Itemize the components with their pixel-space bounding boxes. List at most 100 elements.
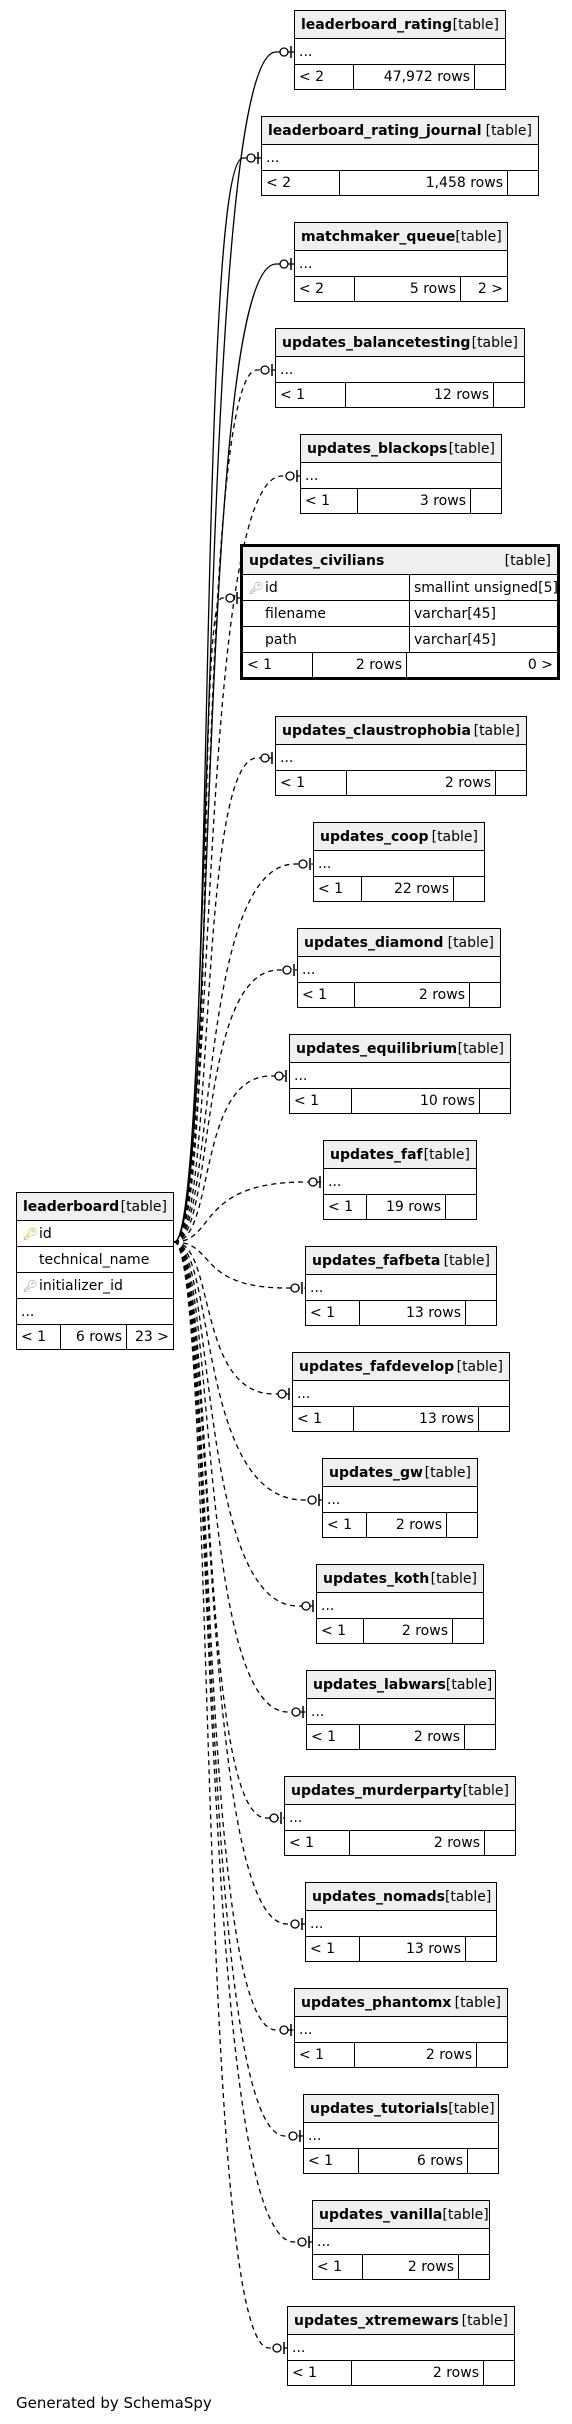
parents-count[interactable]: < 1 bbox=[276, 383, 346, 407]
ellipsis: ... bbox=[294, 1067, 308, 1084]
parents-count[interactable]: < 1 bbox=[285, 1831, 350, 1855]
table-updates-tutorials[interactable]: updates_tutorials [table] ... < 1 6 rows bbox=[303, 2094, 499, 2174]
row-count: 5 rows bbox=[355, 277, 461, 301]
parents-count[interactable]: < 1 bbox=[293, 1407, 354, 1431]
parents-count[interactable]: < 2 bbox=[262, 171, 340, 195]
zero-cardinality-marker bbox=[274, 1071, 284, 1081]
parents-count[interactable]: < 1 bbox=[298, 983, 355, 1007]
ellipsis-row: ... bbox=[301, 463, 501, 489]
parents-count[interactable]: < 1 bbox=[301, 489, 358, 513]
children-count-empty bbox=[496, 771, 526, 795]
table-leaderboard[interactable]: leaderboard [table] 🔑︎ id technical_name… bbox=[16, 1192, 174, 1350]
table-updates-civilians[interactable]: updates_civilians [table] 🔑︎ id smallint… bbox=[240, 544, 560, 680]
relationship-updates-equilibrium bbox=[173, 1075, 289, 1243]
table-footer: < 1 2 rows bbox=[288, 2361, 514, 2385]
ellipsis: ... bbox=[297, 1385, 311, 1402]
table-tag: [table] bbox=[462, 1782, 509, 1799]
table-name: leaderboard_rating_journal bbox=[268, 122, 482, 139]
table-updates-balancetesting[interactable]: updates_balancetesting [table] ... < 1 1… bbox=[275, 328, 525, 408]
parents-count[interactable]: < 1 bbox=[324, 1195, 367, 1219]
parents-count[interactable]: < 2 bbox=[295, 65, 354, 89]
children-count[interactable]: 23 > bbox=[135, 1329, 169, 1345]
table-tag: [table] bbox=[452, 16, 499, 33]
table-updates-fafdevelop[interactable]: updates_fafdevelop [table] ... < 1 13 ro… bbox=[292, 1352, 510, 1432]
table-updates-blackops[interactable]: updates_blackops [table] ... < 1 3 rows bbox=[300, 434, 502, 514]
table-name: updates_claustrophobia bbox=[282, 722, 471, 739]
table-updates-faf[interactable]: updates_faf [table] ... < 1 19 rows bbox=[323, 1140, 477, 1220]
parents-count[interactable]: < 1 bbox=[313, 2255, 363, 2279]
table-updates-equilibrium[interactable]: updates_equilibrium [table] ... < 1 10 r… bbox=[289, 1034, 511, 1114]
parents-count[interactable]: < 1 bbox=[290, 1089, 352, 1113]
table-tag: [table] bbox=[471, 334, 518, 351]
table-footer: < 1 12 rows bbox=[276, 383, 524, 407]
relationship-updates-civilians bbox=[173, 597, 240, 1243]
children-count[interactable]: 2 > bbox=[477, 281, 503, 297]
relationship-updates-xtremewars bbox=[173, 1241, 287, 2349]
table-updates-coop[interactable]: updates_coop [table] ... < 1 22 rows bbox=[313, 822, 485, 902]
parents-count[interactable]: < 1 bbox=[295, 2043, 355, 2067]
parents-count[interactable]: < 1 bbox=[314, 877, 362, 901]
row-count: 1,458 rows bbox=[340, 171, 508, 195]
relationship-updates-diamond bbox=[173, 969, 297, 1243]
table-matchmaker-queue[interactable]: matchmaker_queue [table] ... < 2 5 rows … bbox=[294, 222, 508, 302]
parents-count[interactable]: < 1 bbox=[304, 2149, 359, 2173]
parents-count[interactable]: < 1 bbox=[276, 771, 347, 795]
table-updates-vanilla[interactable]: updates_vanilla [table] ... < 1 2 rows bbox=[312, 2200, 490, 2280]
row-count: 6 rows bbox=[61, 1325, 127, 1349]
relationship-updates-phantomx bbox=[173, 1241, 294, 2031]
table-updates-phantomx[interactable]: updates_phantomx [table] ... < 1 2 rows bbox=[294, 1988, 508, 2068]
ellipsis: ... bbox=[302, 961, 316, 978]
table-header: updates_diamond [table] bbox=[298, 929, 500, 957]
table-updates-xtremewars[interactable]: updates_xtremewars [table] ... < 1 2 row… bbox=[287, 2306, 515, 2386]
parents-count[interactable]: < 1 bbox=[17, 1325, 61, 1349]
ellipsis: ... bbox=[310, 1279, 324, 1296]
table-leaderboard-rating-journal[interactable]: leaderboard_rating_journal [table] ... <… bbox=[261, 116, 539, 196]
ellipsis: ... bbox=[299, 2021, 313, 2038]
table-name: updates_tutorials bbox=[310, 2100, 449, 2117]
table-header: updates_balancetesting [table] bbox=[276, 329, 524, 357]
table-tag: [table] bbox=[456, 1358, 503, 1375]
parents-count[interactable]: < 1 bbox=[288, 2361, 352, 2385]
table-updates-nomads[interactable]: updates_nomads [table] ... < 1 13 rows bbox=[305, 1882, 497, 1962]
table-footer: < 1 13 rows bbox=[306, 1937, 496, 1961]
table-tag: [table] bbox=[442, 2206, 489, 2223]
table-updates-gw[interactable]: updates_gw [table] ... < 1 2 rows bbox=[322, 1458, 478, 1538]
relationship-updates-tutorials bbox=[173, 1241, 303, 2137]
table-tag: [table] bbox=[448, 440, 495, 457]
table-updates-koth[interactable]: updates_koth [table] ... < 1 2 rows bbox=[316, 1564, 484, 1644]
table-footer: < 2 1,458 rows bbox=[262, 171, 538, 195]
table-updates-diamond[interactable]: updates_diamond [table] ... < 1 2 rows bbox=[297, 928, 501, 1008]
parents-count[interactable]: < 1 bbox=[323, 1513, 367, 1537]
table-leaderboard-rating[interactable]: leaderboard_rating [table] ... < 2 47,97… bbox=[294, 10, 506, 90]
ellipsis-row: ... bbox=[17, 1299, 173, 1325]
table-updates-labwars[interactable]: updates_labwars [table] ... < 1 2 rows bbox=[306, 1670, 496, 1750]
relationship-updates-nomads bbox=[173, 1241, 305, 1925]
table-footer: < 1 2 rows bbox=[298, 983, 500, 1007]
table-updates-fafbeta[interactable]: updates_fafbeta [table] ... < 1 13 rows bbox=[305, 1246, 497, 1326]
parents-count[interactable]: < 1 bbox=[243, 653, 313, 677]
row-count: 12 rows bbox=[346, 383, 494, 407]
column-name: filename bbox=[265, 605, 327, 622]
column-name: id bbox=[265, 579, 278, 596]
ellipsis: ... bbox=[266, 149, 280, 166]
table-footer: < 1 13 rows bbox=[306, 1301, 496, 1325]
table-footer: < 1 2 rows bbox=[323, 1513, 477, 1537]
column-row: filename varchar[45] bbox=[243, 601, 557, 627]
table-updates-murderparty[interactable]: updates_murderparty [table] ... < 1 2 ro… bbox=[284, 1776, 516, 1856]
table-updates-claustrophobia[interactable]: updates_claustrophobia [table] ... < 1 2… bbox=[275, 716, 527, 796]
parents-count[interactable]: < 1 bbox=[306, 1301, 360, 1325]
parents-count[interactable]: < 2 bbox=[295, 277, 355, 301]
table-tag: [table] bbox=[444, 1888, 492, 1905]
parents-count[interactable]: < 1 bbox=[306, 1937, 360, 1961]
table-header: updates_claustrophobia [table] bbox=[276, 717, 526, 745]
table-name: updates_koth bbox=[323, 1570, 430, 1587]
table-tag: [table] bbox=[485, 122, 532, 139]
table-header: updates_fafdevelop [table] bbox=[293, 1353, 509, 1381]
foreign-key-icon: 🔑︎ bbox=[22, 1278, 38, 1293]
parents-count[interactable]: < 1 bbox=[317, 1619, 364, 1643]
table-header: updates_equilibrium [table] bbox=[290, 1035, 510, 1063]
table-name: updates_labwars bbox=[313, 1676, 446, 1693]
children-count[interactable]: 0 > bbox=[527, 657, 553, 673]
parents-count[interactable]: < 1 bbox=[307, 1725, 360, 1749]
ellipsis-row: ... bbox=[317, 1593, 483, 1619]
